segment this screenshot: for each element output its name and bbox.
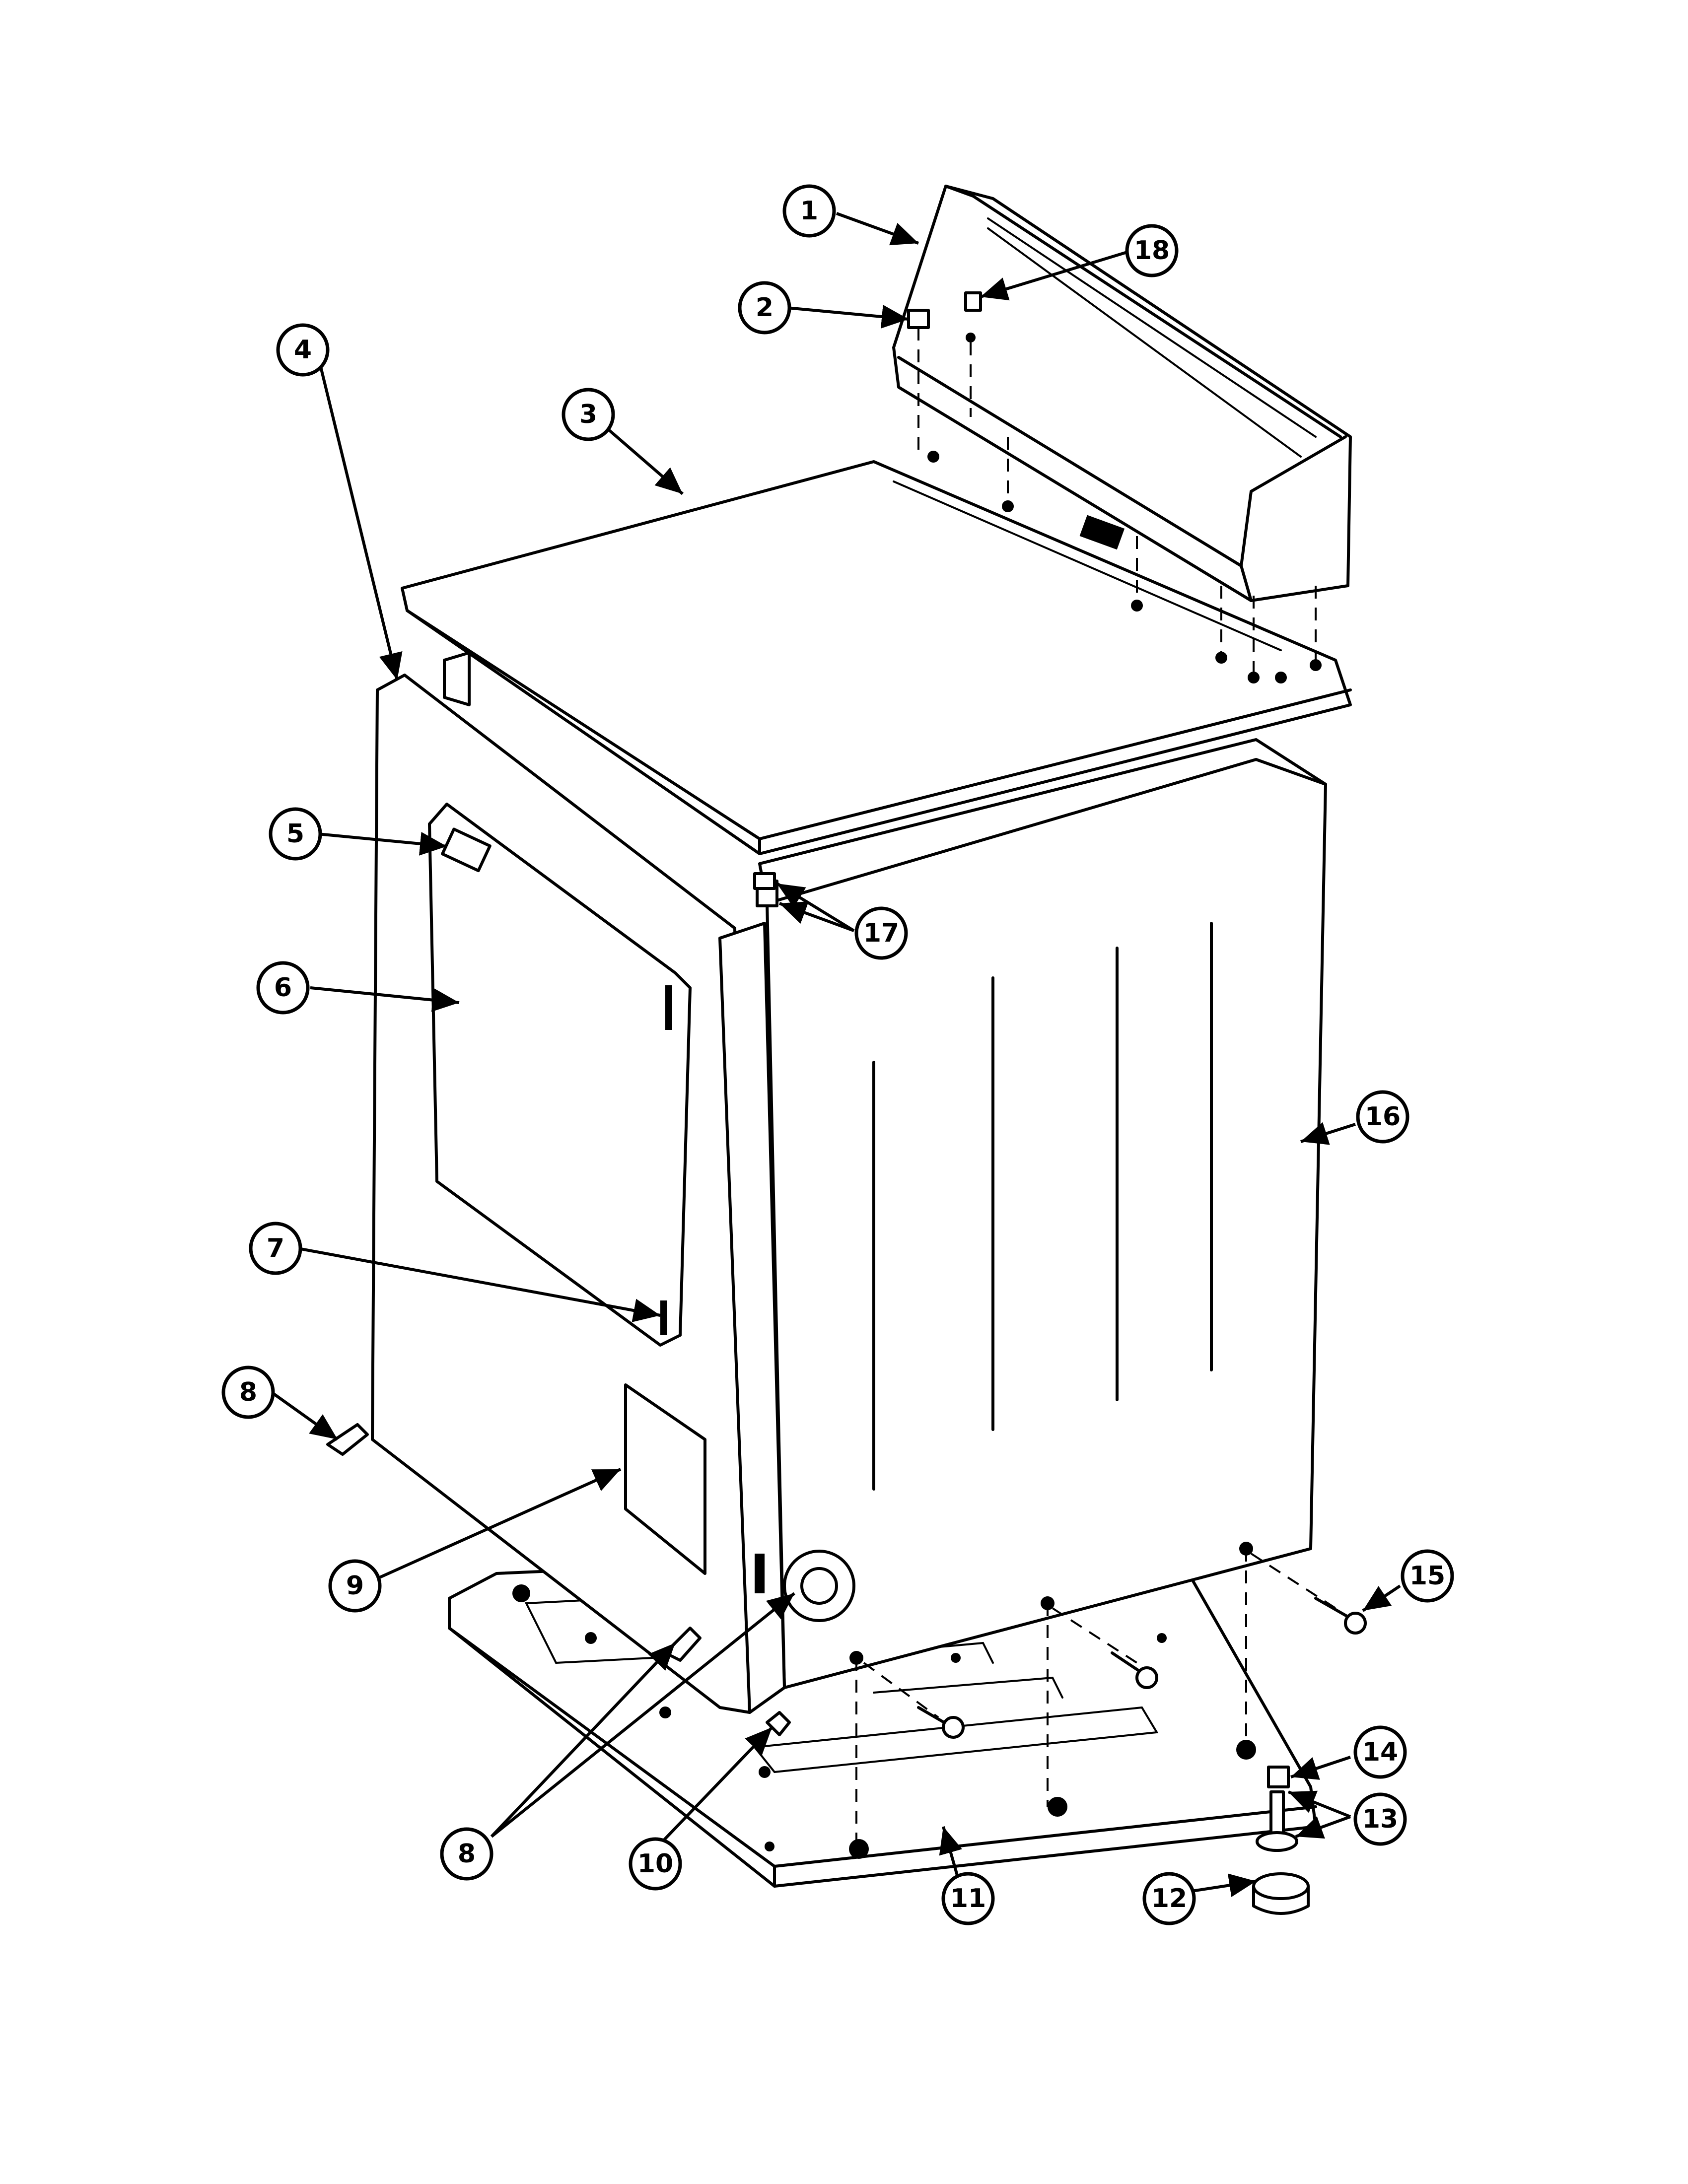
callout-4: 4 — [276, 323, 330, 377]
clip-18 — [964, 291, 982, 312]
callout-2-label: 2 — [756, 293, 774, 323]
callout-9: 9 — [328, 1559, 382, 1613]
top-panel — [401, 413, 1352, 855]
callout-14: 14 — [1353, 1725, 1407, 1779]
callout-1: 1 — [782, 184, 836, 238]
callout-11: 11 — [941, 1872, 995, 1925]
cabinet — [758, 738, 1327, 1689]
mounting-lines — [855, 328, 1336, 1846]
callout-10: 10 — [629, 1837, 682, 1891]
front-panel — [371, 674, 855, 1714]
foot-13 — [1256, 1790, 1298, 1852]
screw-b — [917, 1706, 965, 1739]
callout-3-label: 3 — [579, 400, 597, 429]
callout-15-label: 15 — [1409, 1561, 1445, 1591]
callout-15: 15 — [1401, 1549, 1454, 1603]
callout-18: 18 — [1125, 224, 1179, 277]
callout-18-label: 18 — [1134, 236, 1170, 266]
clip-2 — [907, 309, 930, 329]
callout-10-label: 10 — [637, 1849, 673, 1879]
callout-5-label: 5 — [286, 819, 304, 849]
callout-2: 2 — [738, 281, 791, 335]
callout-6: 6 — [256, 961, 310, 1015]
callout-8-bottom: 8 — [440, 1827, 493, 1881]
callout-12-label: 12 — [1151, 1884, 1187, 1913]
leader-lines — [267, 212, 1401, 1897]
screw-a — [1111, 1651, 1158, 1689]
callout-16: 16 — [1356, 1090, 1409, 1144]
callout-7-label: 7 — [267, 1233, 284, 1263]
callout-5: 5 — [269, 807, 322, 861]
callout-4-label: 4 — [294, 335, 312, 365]
callout-14-label: 14 — [1362, 1737, 1398, 1767]
foot-14 — [1267, 1766, 1290, 1788]
clip-10 — [766, 1711, 791, 1736]
callout-8-bottom-label: 8 — [458, 1839, 476, 1869]
callout-6-label: 6 — [274, 973, 292, 1003]
callout-16-label: 16 — [1365, 1102, 1401, 1132]
callout-9-label: 9 — [346, 1571, 364, 1601]
callout-13: 13 — [1353, 1792, 1407, 1846]
callout-11-label: 11 — [950, 1884, 986, 1913]
callout-8-left: 8 — [221, 1365, 275, 1419]
callout-8-left-label: 8 — [239, 1377, 257, 1407]
callout-17-label: 17 — [863, 918, 899, 948]
callout-1-label: 1 — [800, 196, 818, 226]
foot-cup-12 — [1252, 1872, 1310, 1915]
screw-8-left — [326, 1423, 369, 1456]
callout-7: 7 — [249, 1222, 302, 1275]
callout-3: 3 — [562, 388, 615, 441]
callout-12: 12 — [1142, 1872, 1196, 1925]
screw-15 — [1314, 1597, 1367, 1635]
callout-13-label: 13 — [1362, 1804, 1398, 1834]
callout-17: 17 — [854, 906, 908, 960]
clip-17 — [753, 872, 776, 890]
